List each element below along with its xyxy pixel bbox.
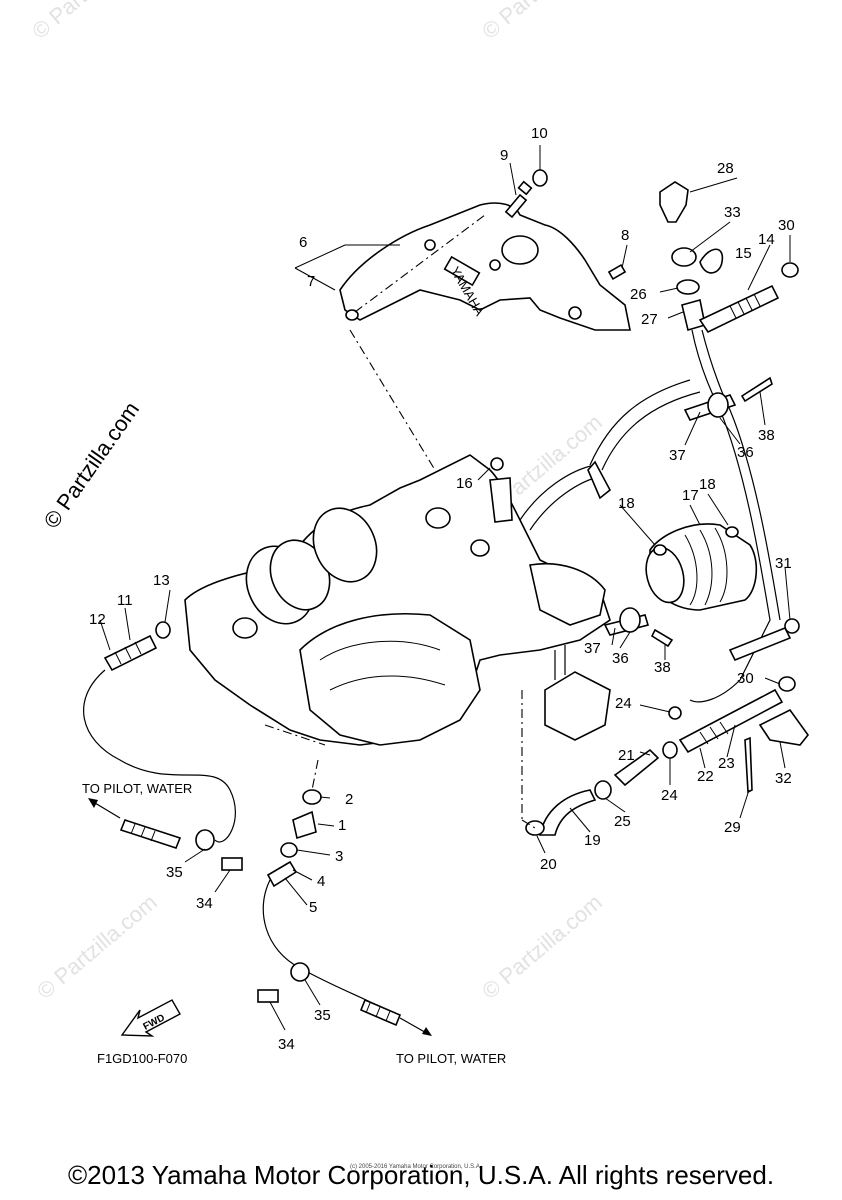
fwd-arrow-icon: FWD (120, 999, 181, 1037)
upper-clamp (683, 376, 773, 421)
callout-25: 25 (614, 813, 631, 830)
callout-26: 26 (630, 286, 647, 303)
callout-1: 1 (338, 817, 346, 834)
callout-24b: 24 (661, 787, 678, 804)
callout-34a: 34 (196, 895, 213, 912)
callout-10: 10 (531, 125, 548, 142)
tiny-footer-watermark: (c) 2005-2016 Yamaha Motor Corporation, … (350, 1164, 482, 1170)
callout-16: 16 (456, 475, 473, 492)
callout-13: 13 (153, 572, 170, 589)
callout-30a: 30 (778, 217, 795, 234)
copyright-notice: ©2013 Yamaha Motor Corporation, U.S.A. A… (67, 1160, 775, 1190)
watermark-bottom-right: © Partzilla.com (477, 889, 607, 1003)
callout-18b: 18 (699, 476, 716, 493)
callout-4: 4 (317, 873, 325, 890)
to-pilot-water-upper: TO PILOT, WATER (82, 781, 192, 796)
callout-9: 9 (500, 147, 508, 164)
callout-37a: 37 (669, 447, 686, 464)
callout-3: 3 (335, 848, 343, 865)
callout-31: 31 (775, 555, 792, 572)
watermark-top-left: © Partzilla.com (27, 0, 157, 44)
callout-30b: 30 (737, 670, 754, 687)
grommet-8 (607, 263, 627, 281)
partzilla-side-watermark: © Partzilla.com (39, 397, 145, 533)
callout-15: 15 (735, 245, 752, 262)
callout-29: 29 (724, 819, 741, 836)
callout-32: 32 (775, 770, 792, 787)
callout-36b: 36 (612, 650, 629, 667)
drain-tube (689, 329, 771, 703)
callout-24a: 24 (615, 695, 632, 712)
bolt-9-cap-10 (504, 169, 548, 219)
callout-34b: 34 (278, 1036, 295, 1053)
left-pilot-hose (88, 798, 243, 871)
watermark-top-right: © Partzilla.com (477, 0, 607, 44)
hose-16 (489, 477, 513, 523)
callout-6: 6 (299, 234, 307, 251)
joint-hoses-lower (525, 706, 682, 836)
left-hose (83, 621, 236, 843)
figure-code: F1GD100-F070 (97, 1051, 187, 1066)
hose-14-15 (698, 262, 799, 334)
callout-labels: 1 2 3 4 5 6 7 8 9 10 11 12 13 14 15 16 1… (89, 125, 795, 1053)
callout-38a: 38 (758, 427, 775, 444)
callout-18a: 18 (618, 495, 635, 512)
hose-22-23 (678, 676, 796, 754)
callout-19: 19 (584, 832, 601, 849)
callout-35b: 35 (314, 1007, 331, 1024)
callout-14: 14 (758, 231, 775, 248)
callout-22: 22 (697, 768, 714, 785)
callout-23: 23 (718, 755, 735, 772)
leader-lines (99, 145, 791, 1031)
callout-8: 8 (621, 227, 629, 244)
callout-27: 27 (641, 311, 658, 328)
callout-17: 17 (682, 487, 699, 504)
top-cover: YAMAHA (339, 202, 631, 331)
callout-38b: 38 (654, 659, 671, 676)
callout-11: 11 (117, 592, 133, 609)
tube-31 (728, 626, 792, 662)
rubber-joint-17 (645, 523, 758, 611)
callout-5: 5 (309, 899, 317, 916)
sensor-box (544, 671, 611, 741)
callout-2: 2 (345, 791, 353, 808)
filler-cap-assembly (659, 181, 724, 332)
callout-35a: 35 (166, 864, 183, 881)
main-assembly (184, 379, 701, 746)
cover-32 (758, 708, 810, 746)
cable-tie-29 (744, 736, 753, 794)
callout-28: 28 (717, 160, 734, 177)
callout-36a: 36 (737, 444, 754, 461)
middle-clamp (603, 607, 674, 648)
to-pilot-water-lower: TO PILOT, WATER (396, 1051, 506, 1066)
center-fittings (257, 789, 432, 1036)
callout-20: 20 (540, 856, 557, 873)
callout-21: 21 (618, 747, 635, 764)
callout-37b: 37 (584, 640, 601, 657)
callout-33: 33 (724, 204, 741, 221)
watermark-bottom-left: © Partzilla.com (32, 889, 162, 1003)
callout-7: 7 (307, 273, 315, 290)
callout-12: 12 (89, 611, 106, 628)
